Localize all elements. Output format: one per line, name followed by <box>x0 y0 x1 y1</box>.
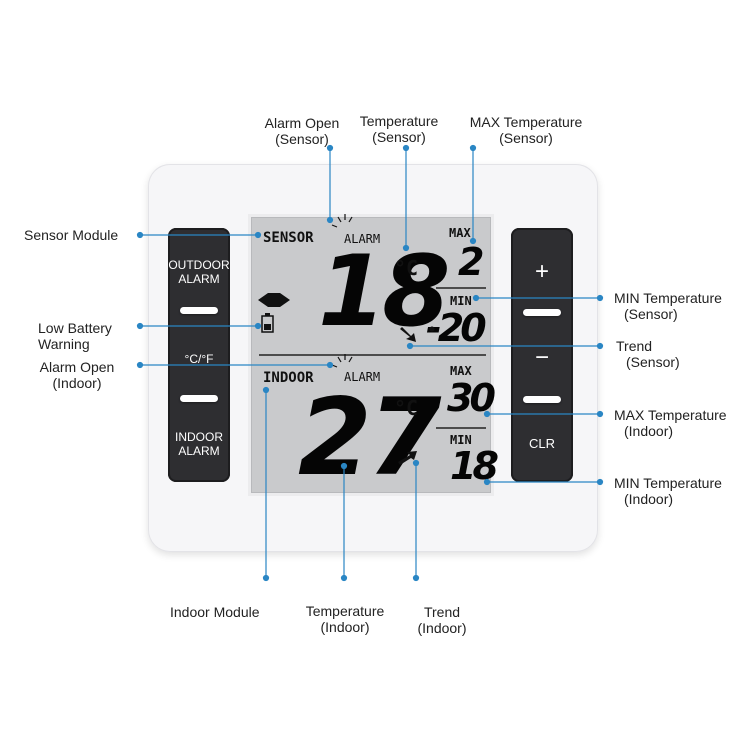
indoor-alarm-rays-icon <box>331 354 353 368</box>
sensor-max-label: MAX <box>449 226 471 240</box>
callout-indoor-module: Indoor Module <box>170 604 260 620</box>
sensor-min-value: -20 <box>426 306 487 350</box>
callout-alarm-open-indoor: Alarm Open (Indoor) <box>40 359 115 391</box>
left-button-panel: OUTDOOR ALARM °C/°F INDOOR ALARM <box>168 228 230 482</box>
callout-line-1: Trend <box>616 338 653 354</box>
low-battery-icon <box>261 313 274 333</box>
right-button-panel: + − CLR <box>511 228 573 482</box>
minus-button[interactable]: − <box>534 344 549 371</box>
sensor-signal-icon <box>258 293 290 307</box>
lcd-dividers <box>259 287 486 429</box>
indoor-trend-arrow-icon <box>398 451 417 465</box>
callout-line-1: MAX Temperature <box>614 407 727 423</box>
divider-bar <box>180 395 218 402</box>
callout-sensor-module: Sensor Module <box>24 227 119 243</box>
callout-line-1: Alarm Open <box>264 115 340 131</box>
indoor-alarm-button[interactable]: INDOOR ALARM <box>168 430 230 458</box>
sensor-max-value: 2 <box>458 240 485 284</box>
sensor-unit: °C <box>394 256 419 280</box>
callout-trend-indoor: Trend (Indoor) <box>417 604 466 636</box>
callout-line-2: (Indoor) <box>52 375 102 391</box>
outdoor-alarm-label-2: ALARM <box>178 272 220 286</box>
clr-button[interactable]: CLR <box>528 436 555 451</box>
callout-line-1: Alarm Open <box>39 359 115 375</box>
callout-lines <box>136 144 604 582</box>
callout-line-1: MAX Temperature <box>469 114 583 130</box>
callout-line-1: Trend <box>423 604 461 620</box>
sensor-min-label: MIN <box>450 294 472 308</box>
callout-line-2: (Sensor) <box>372 129 426 145</box>
indoor-alarm-label-2: ALARM <box>178 444 220 458</box>
callout-line-1: MIN Temperature <box>614 475 722 491</box>
sensor-label: SENSOR <box>263 230 314 246</box>
indoor-alarm-label-1: INDOOR <box>175 430 223 444</box>
callout-line-2: (Sensor) <box>626 354 680 370</box>
divider-bar <box>523 396 561 403</box>
callout-low-battery: Low Battery Warning <box>38 320 112 352</box>
callout-line-2: (Indoor) <box>624 491 674 507</box>
sensor-trend-arrow-icon <box>400 327 416 342</box>
callout-temperature-indoor: Temperature (Indoor) <box>306 603 385 635</box>
plus-button[interactable]: + <box>534 258 549 285</box>
unit-toggle-button[interactable]: °C/°F <box>184 352 214 366</box>
callout-line-2: (Sensor) <box>624 306 678 322</box>
callout-max-temperature-sensor: MAX Temperature (Sensor) <box>470 114 583 146</box>
callout-line-1: MIN Temperature <box>614 290 722 306</box>
indoor-min-label: MIN <box>450 433 472 447</box>
callout-line-2: (Indoor) <box>624 423 674 439</box>
callout-line-2: (Sensor) <box>275 131 329 147</box>
callout-max-temperature-indoor: MAX Temperature (Indoor) <box>614 407 727 439</box>
sensor-min-minus-dot <box>429 326 435 332</box>
callout-line-1: Temperature <box>305 603 385 619</box>
callout-line-2: (Indoor) <box>417 620 467 636</box>
callout-trend-sensor: Trend (Sensor) <box>616 338 680 370</box>
callout-temperature-sensor: Temperature (Sensor) <box>360 113 439 145</box>
sensor-alarm-indicator: ALARM <box>344 232 381 246</box>
callout-min-temperature-sensor: MIN Temperature (Sensor) <box>614 290 722 322</box>
callout-min-temperature-indoor: MIN Temperature (Indoor) <box>614 475 722 507</box>
callout-line-2: Warning <box>38 336 90 352</box>
callout-line-2: (Indoor) <box>320 619 370 635</box>
divider-bar <box>523 309 561 316</box>
indoor-label: INDOOR <box>263 370 314 386</box>
outdoor-alarm-label-1: OUTDOOR <box>168 258 230 272</box>
sensor-alarm-rays-icon <box>331 214 353 228</box>
outdoor-alarm-button[interactable]: OUTDOOR ALARM <box>168 258 230 286</box>
callout-line-1: Temperature <box>359 113 439 129</box>
indoor-unit: °C <box>394 396 419 420</box>
callout-line-2: (Sensor) <box>499 130 553 146</box>
divider-bar <box>180 307 218 314</box>
callout-line-1: Low Battery <box>38 320 112 336</box>
indoor-temperature-value: 27 <box>298 376 442 499</box>
indoor-max-label: MAX <box>450 364 472 378</box>
indoor-alarm-indicator: ALARM <box>344 370 381 384</box>
sensor-temperature-value: 18 <box>318 235 450 349</box>
indoor-min-value: 18 <box>450 444 499 488</box>
callout-alarm-open-sensor: Alarm Open (Sensor) <box>265 115 340 147</box>
